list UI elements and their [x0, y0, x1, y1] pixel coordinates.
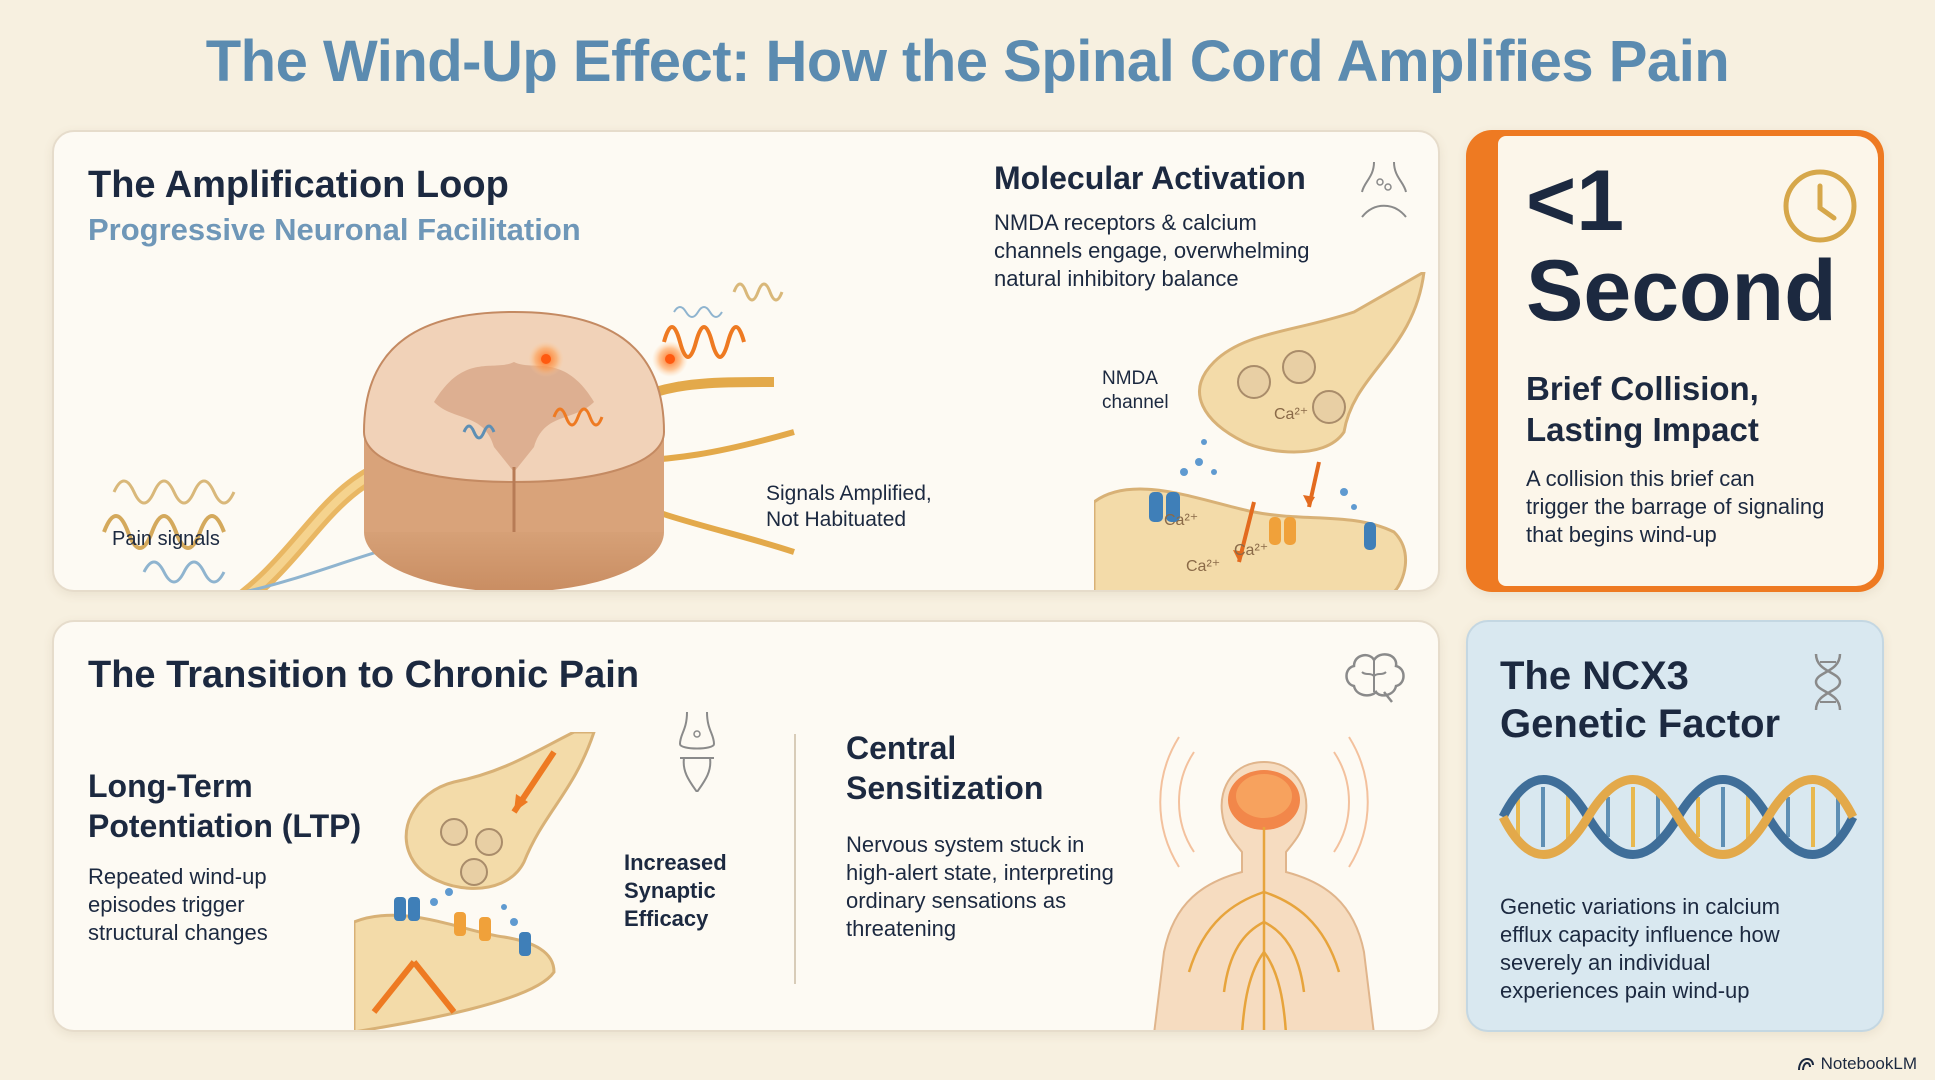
incoming-pain-waves	[102, 479, 236, 584]
amplified-label-line1: Signals Amplified,	[766, 482, 932, 505]
big-stat-line1: <1	[1526, 153, 1625, 249]
outgoing-amplified-waves	[662, 282, 784, 359]
spinal-cord-illustration	[102, 282, 795, 590]
central-heading-line2: Sensitization	[846, 770, 1044, 806]
section-divider	[794, 734, 796, 984]
ltp-body-line2: episodes trigger	[88, 892, 245, 917]
molecular-body-line1: NMDA receptors & calcium	[994, 210, 1257, 235]
clock-icon	[1783, 169, 1857, 243]
grey-matter	[434, 362, 594, 472]
molecular-body-line2: channels engage, overwhelming	[994, 238, 1310, 263]
synaptic-efficacy-line1: Increased	[624, 850, 727, 875]
ca-ion-label: Ca²⁺	[1274, 406, 1309, 423]
ncx3-heading-line2: Genetic Factor	[1500, 702, 1781, 746]
nmda-channels	[1149, 492, 1376, 550]
nmda-label-line1: NMDA	[1102, 368, 1158, 389]
nervous-system-figure	[1153, 736, 1375, 1030]
ncx3-heading-line1: The NCX3	[1500, 654, 1689, 698]
central-body-line2: high-alert state, interpreting	[846, 860, 1114, 885]
dna-helix-illustration	[1498, 775, 1858, 859]
brand-name: NotebookLM	[1820, 1054, 1917, 1073]
central-body-line1: Nervous system stuck in	[846, 832, 1085, 857]
molecular-heading: Molecular Activation	[994, 160, 1306, 196]
chronic-heading: The Transition to Chronic Pain	[88, 654, 640, 696]
molecular-body-line3: natural inhibitory balance	[994, 266, 1239, 291]
ncx3-body-line3: severely an individual	[1500, 950, 1711, 975]
loop-heading: The Amplification Loop	[88, 164, 509, 206]
ltp-body-line3: structural changes	[88, 920, 268, 945]
notebooklm-logo-icon	[1797, 1057, 1814, 1071]
second-body-line2: trigger the barrage of signaling	[1526, 494, 1825, 519]
nerves	[1187, 827, 1341, 1030]
central-body-line4: threatening	[846, 916, 957, 941]
central-heading-line1: Central	[846, 730, 957, 766]
ncx3-body-line2: efflux capacity influence how	[1500, 922, 1780, 947]
ncx3-body-line4: experiences pain wind-up	[1500, 978, 1750, 1003]
synaptic-efficacy-line2: Synaptic	[624, 878, 716, 903]
ca-ion-label: Ca²⁺	[1234, 542, 1269, 559]
nmda-label-line2: channel	[1102, 392, 1169, 413]
ca-ion-label: Ca²⁺	[1186, 558, 1221, 575]
synapse-icon	[678, 712, 716, 792]
ltp-heading-line1: Long-Term	[88, 768, 253, 804]
presynaptic-terminal	[404, 732, 596, 890]
amplified-label-line2: Not Habituated	[766, 508, 907, 531]
ncx3-card: The NCX3 Genetic Factor Genetic variatio…	[1466, 620, 1884, 1032]
amplification-loop-card: The Amplification Loop Progressive Neuro…	[52, 130, 1440, 592]
synapse-icon	[1361, 161, 1407, 218]
pain-signals-label: Pain signals	[112, 528, 220, 550]
chronic-pain-card: The Transition to Chronic Pain Long-Term…	[52, 620, 1440, 1032]
ltp-synapse-illustration	[354, 732, 596, 1030]
ltp-heading-line2: Potentiation (LTP)	[88, 808, 362, 844]
second-heading-line2: Lasting Impact	[1526, 411, 1759, 448]
alert-rings	[1159, 736, 1369, 868]
synaptic-efficacy-line3: Efficacy	[624, 906, 709, 931]
one-second-card-inner: <1 Second Brief Collision, Lasting Impac…	[1498, 136, 1878, 586]
page-title: The Wind-Up Effect: How the Spinal Cord …	[205, 29, 1730, 94]
ncx3-body-line1: Genetic variations in calcium	[1500, 894, 1781, 919]
central-body-line3: ordinary sensations as	[846, 888, 1067, 913]
brain-icon	[1345, 653, 1405, 703]
dna-icon	[1814, 653, 1842, 711]
nmda-synapse-illustration	[1094, 272, 1426, 590]
big-stat-line2: Second	[1526, 243, 1837, 339]
loop-subheading: Progressive Neuronal Facilitation	[88, 212, 581, 247]
ca-ion-label: Ca²⁺	[1164, 512, 1199, 529]
one-second-card: <1 Second Brief Collision, Lasting Impac…	[1466, 130, 1884, 592]
ltp-body-line1: Repeated wind-up	[88, 864, 267, 889]
brand-footer: NotebookLM	[1797, 1054, 1917, 1074]
second-heading-line1: Brief Collision,	[1526, 370, 1759, 407]
second-body-line1: A collision this brief can	[1526, 466, 1755, 491]
second-body-line3: that begins wind-up	[1526, 522, 1717, 547]
